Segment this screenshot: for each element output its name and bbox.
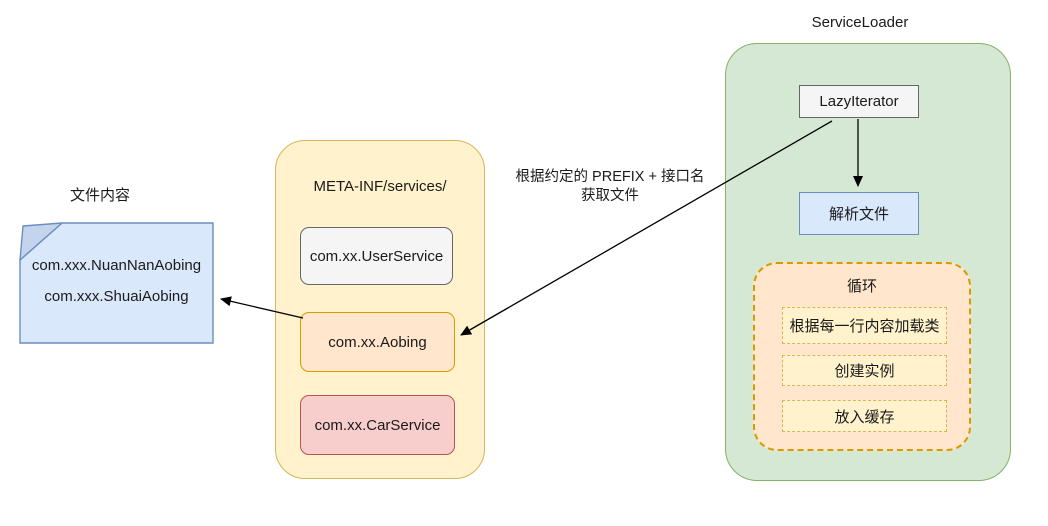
file-note-line-1: com.xxx.NuanNanAobing [31,256,202,274]
file-note-line-2: com.xxx.ShuaiAobing [44,287,189,305]
fetch-file-edge-label-line1: 根据约定的 PREFIX + 接口名 [515,169,705,185]
service-file-aobing: com.xx.Aobing [300,312,455,372]
file-note-shape [19,222,214,344]
loop-step-create-instance: 创建实例 [782,355,947,386]
fetch-file-edge-label: 根据约定的 PREFIX + 接口名 获取文件 [495,168,725,206]
fetch-file-edge-label-line2: 获取文件 [581,188,639,204]
service-file-carservice: com.xx.CarService [300,395,455,455]
note-fold-icon [19,222,63,261]
parse-file-box: 解析文件 [799,192,919,235]
file-note-title: 文件内容 [69,186,130,204]
loop-title: 循环 [846,277,877,295]
service-file-userservice: com.xx.UserService [300,227,453,285]
lazy-iterator-box: LazyIterator [799,85,919,118]
loop-step-put-cache: 放入缓存 [782,400,947,432]
loop-step-load-class: 根据每一行内容加载类 [782,307,947,344]
serviceloader-title: ServiceLoader [811,13,909,31]
meta-inf-title: META-INF/services/ [313,177,447,195]
